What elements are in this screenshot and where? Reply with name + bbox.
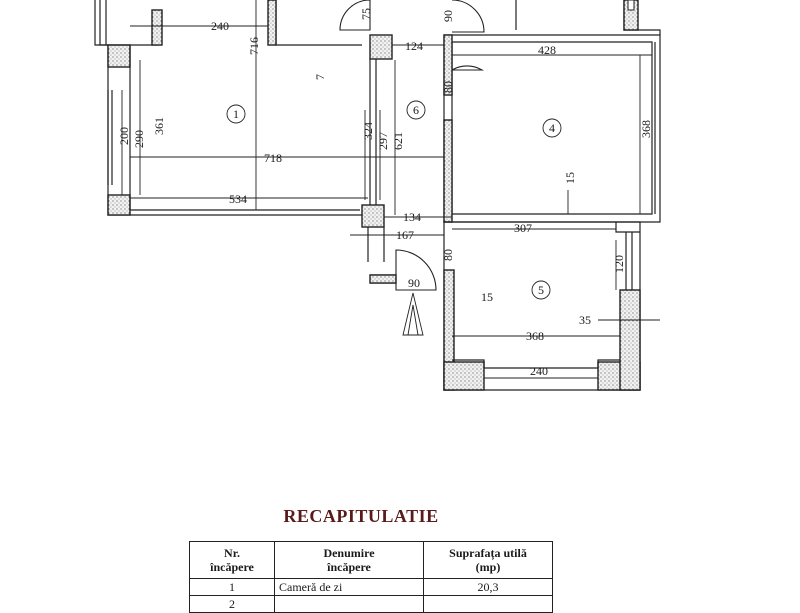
dim-label: 134 (403, 210, 421, 224)
dim-label: 124 (405, 39, 423, 53)
recap-cell-area: 20,3 (423, 578, 553, 596)
dim-label: 716 (247, 37, 261, 55)
recap-title: RECAPITULATIE (283, 506, 439, 526)
dim-label: 200 (117, 127, 131, 145)
dim-label: 7 (313, 74, 327, 80)
dim-label: 718 (264, 151, 282, 165)
room-number-5: 5 (538, 283, 544, 297)
dim-label: 80 (441, 249, 455, 261)
dim-label: 75 (359, 8, 373, 20)
dim-label: 324 (361, 122, 375, 140)
room-5-walls (443, 221, 641, 391)
dim-label: 368 (526, 329, 544, 343)
dim-label: 120 (612, 255, 626, 273)
dim-label: 361 (152, 117, 166, 135)
dimension-labels: 240 716 75 90 124 428 7 80 200 290 361 3… (117, 8, 653, 378)
top-right-walls (515, 0, 661, 35)
dim-label: 534 (229, 192, 247, 206)
recap-table: Nr. încăpere Denumire încăpere Suprafața… (189, 541, 553, 613)
recap-header-area: Suprafața utilă (mp) (423, 541, 553, 579)
recap-cell-name: Cameră de zi (274, 578, 424, 596)
dim-label: 621 (391, 132, 405, 150)
recap-header-row: Nr. încăpere Denumire încăpere Suprafața… (189, 541, 553, 579)
recap-header-nr: Nr. încăpere (189, 541, 275, 579)
recap-cell-nr: 2 (189, 595, 275, 613)
recap-cell-area (423, 595, 553, 613)
doors (339, 0, 485, 336)
dim-label: 15 (563, 172, 577, 184)
dim-label: 307 (514, 221, 532, 235)
floor-plan: 240 716 75 90 124 428 7 80 200 290 361 3… (94, 0, 661, 391)
dimension-lines (121, 0, 660, 379)
dim-label: 368 (639, 120, 653, 138)
recap-header-name: Denumire încăpere (274, 541, 424, 579)
dim-label: 167 (396, 228, 414, 242)
table-row: 1 Cameră de zi 20,3 (189, 578, 553, 596)
dim-label: 297 (376, 132, 390, 150)
dim-label: 240 (211, 19, 229, 33)
room-number-1: 1 (233, 107, 239, 121)
dim-label: 290 (132, 130, 146, 148)
room-number-4: 4 (549, 121, 555, 135)
recap-cell-nr: 1 (189, 578, 275, 596)
dim-label: 240 (530, 364, 548, 378)
dim-label: 90 (441, 10, 455, 22)
room-1-walls (94, 0, 397, 284)
dim-label: 35 (579, 313, 591, 327)
dim-label: 428 (538, 43, 556, 57)
room-numbers: 1 6 4 5 (226, 100, 562, 300)
dim-label: 90 (408, 276, 420, 290)
dim-label: 80 (441, 81, 455, 93)
room-number-6: 6 (413, 103, 419, 117)
dim-label: 15 (481, 290, 493, 304)
table-row: 2 (189, 595, 553, 613)
recap-cell-name (274, 595, 424, 613)
